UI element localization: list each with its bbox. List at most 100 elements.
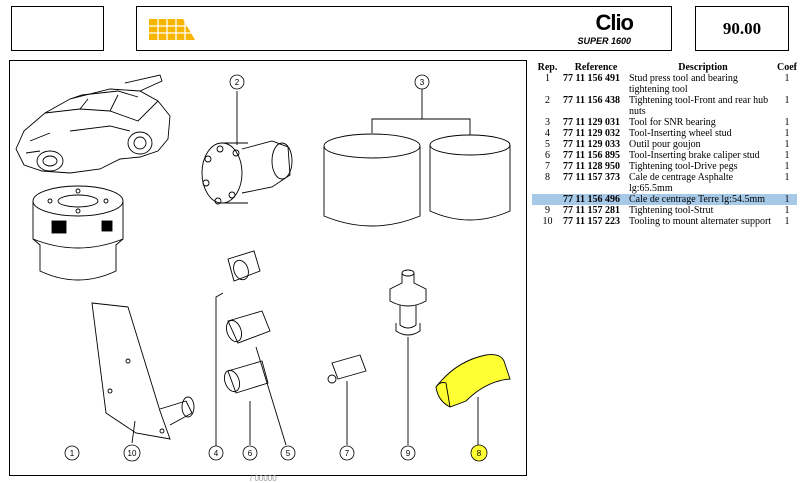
- coef-cell: 1: [784, 139, 790, 150]
- callout-2: 2: [229, 74, 245, 90]
- table-row[interactable]: 9 77 11 157 281 Tightening tool-Strut 1: [532, 205, 797, 216]
- table-row[interactable]: 4 77 11 129 032 Tool-Inserting wheel stud 1: [532, 128, 797, 139]
- callout-9-label: 9: [406, 449, 411, 458]
- callout-9: 9: [400, 445, 416, 461]
- parts-table-body: 1 77 11 156 491 Stud press tool and bearin…: [532, 73, 797, 227]
- table-row[interactable]: 2 77 11 156 438 Tightening tool-Front and …: [532, 95, 797, 117]
- callout-4-label: 4: [214, 449, 219, 458]
- table-row[interactable]: 6 77 11 156 895 Tool-Inserting brake calip…: [532, 150, 797, 161]
- part-3-cylinders: [323, 89, 511, 227]
- callout-6: 6: [242, 445, 258, 461]
- table-row[interactable]: 8 77 11 157 373 Cale de centrage Asphalte …: [532, 172, 797, 194]
- coef-cell: 1: [784, 73, 790, 84]
- callout-2-label: 2: [235, 78, 240, 87]
- callout-10: 10: [123, 444, 141, 462]
- parts-table-header: Rep. Reference Description Coef: [532, 62, 797, 73]
- coef-cell: 1: [784, 161, 790, 172]
- reference-cell: 77 11 129 031: [563, 117, 620, 128]
- part-1-press-tool: [32, 185, 124, 281]
- header-left-box: [11, 6, 104, 51]
- col-description: Description: [678, 62, 728, 73]
- model-name: Clio: [595, 10, 634, 35]
- brand-logo-icon: [149, 19, 195, 40]
- col-coef: Coef: [777, 62, 797, 73]
- rep-cell: 8: [545, 172, 550, 183]
- reference-cell: 77 11 129 033: [563, 139, 620, 150]
- table-row[interactable]: 7 77 11 128 950 Tightening tool-Drive pegs…: [532, 161, 797, 172]
- reference-cell: 77 11 157 281: [563, 205, 620, 216]
- description-cell: Tooling to mount alternater support: [629, 216, 772, 227]
- callout-8-label: 8: [477, 449, 482, 458]
- rep-cell: 3: [545, 117, 550, 128]
- rep-cell: 9: [545, 205, 550, 216]
- callout-5: 5: [280, 445, 296, 461]
- description-cell: Tool for SNR bearing: [629, 117, 716, 128]
- part-6-sleeve: [223, 360, 269, 394]
- description-cell: Tool-Inserting brake caliper stud: [629, 150, 760, 161]
- rep-cell: [532, 194, 563, 205]
- callout-7-label: 7: [345, 449, 350, 458]
- callout-8: 8: [470, 444, 488, 462]
- coef-cell: 1: [777, 194, 797, 205]
- model-subtitle: SUPER 1600: [577, 36, 631, 46]
- reference-cell: 77 11 128 950: [563, 161, 620, 172]
- rep-cell: 2: [545, 95, 550, 106]
- table-row[interactable]: 3 77 11 129 031 Tool for SNR bearing 1: [532, 117, 797, 128]
- header-title-box: Clio SUPER 1600: [136, 6, 672, 51]
- description-cell: Tightening tool-Front and rear hub nuts: [629, 95, 769, 117]
- callout-1-label: 1: [70, 449, 75, 458]
- rep-cell: 7: [545, 161, 550, 172]
- reference-cell: 77 11 156 895: [563, 150, 620, 161]
- reference-cell: 77 11 157 373: [563, 172, 620, 183]
- callout-6-label: 6: [248, 449, 253, 458]
- part-2-hub-tool: [201, 140, 293, 205]
- car-illustration: [15, 74, 171, 174]
- rep-cell: 4: [545, 128, 550, 139]
- coef-cell: 1: [784, 216, 790, 227]
- callout-10-label: 10: [128, 449, 137, 458]
- reference-cell: 77 11 129 032: [563, 128, 620, 139]
- rep-cell: 10: [542, 216, 553, 227]
- parts-drawing: 1 2 3 4 5 6 7 8 9 10: [15, 74, 511, 462]
- part-9-strut-tool: [389, 269, 427, 336]
- page-number: 90.00: [695, 6, 789, 51]
- coef-cell: 1: [784, 128, 790, 139]
- col-rep: Rep.: [537, 62, 558, 73]
- description-cell: Cale de centrage Asphalte lg:65.5mm: [629, 172, 734, 194]
- rep-cell: 6: [545, 150, 550, 161]
- callout-1: 1: [64, 445, 80, 461]
- coef-cell: 1: [784, 205, 790, 216]
- part-8-centering-shim: [435, 354, 511, 408]
- part-5-sleeve: [225, 310, 271, 344]
- page-number-text: 90.00: [722, 18, 762, 38]
- description-cell: Cale de centrage Terre lg:54.5mm: [629, 194, 777, 205]
- table-row[interactable]: 1 77 11 156 491 Stud press tool and bearin…: [532, 73, 797, 95]
- coef-cell: 1: [784, 95, 790, 106]
- description-cell: Outil pour goujon: [629, 139, 701, 150]
- part-7-peg-tool: [327, 354, 367, 384]
- description-cell: Stud press tool and bearing tightening t…: [629, 73, 738, 95]
- reference-cell: 77 11 156 438: [563, 95, 620, 106]
- reference-cell: 77 11 156 491: [563, 73, 620, 84]
- reference-cell: 77 11 157 223: [563, 216, 620, 227]
- part-10-plate: [91, 302, 195, 440]
- coef-cell: 1: [784, 150, 790, 161]
- description-cell: Tightening tool-Strut: [629, 205, 714, 216]
- table-row[interactable]: 10 77 11 157 223 Tooling to mount alternat…: [532, 216, 797, 227]
- callout-5-label: 5: [286, 449, 291, 458]
- callout-7: 7: [339, 445, 355, 461]
- footer-text: / 00000: [250, 474, 277, 483]
- coef-cell: 1: [784, 117, 790, 128]
- callout-4: 4: [208, 445, 224, 461]
- rep-cell: 1: [545, 73, 550, 84]
- coef-cell: 1: [784, 172, 790, 183]
- reference-cell: 77 11 156 496: [563, 194, 629, 205]
- part-4-sleeve: [227, 250, 261, 282]
- description-cell: Tightening tool-Drive pegs: [629, 161, 738, 172]
- description-cell: Tool-Inserting wheel stud: [629, 128, 732, 139]
- callout-3-label: 3: [420, 78, 425, 87]
